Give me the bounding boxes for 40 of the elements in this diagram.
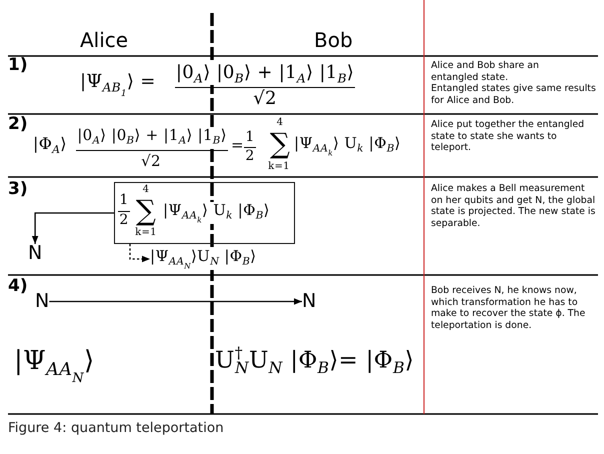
summation-sign: ∑	[270, 130, 290, 158]
summation-lower-limit: k=1	[135, 227, 157, 238]
symbol-label: N	[302, 292, 316, 311]
step-description: Bob receives N, he knows now, which transformation he has to make to recover the state ϕ. The teleportation is done.	[431, 285, 586, 331]
formula: |Ψ$_{AA}$$_{k}$⟩ U$_{k}$ |Φ$_{B}$⟩	[294, 135, 401, 157]
symbol-label: N	[28, 244, 42, 263]
formula: |Ψ$_{AA}$$_{N}$⟩	[14, 347, 94, 385]
fraction-denominator: 2	[245, 149, 255, 164]
arrow	[32, 212, 114, 244]
step-number: 1)	[8, 57, 28, 74]
arrow	[49, 298, 302, 305]
step-description: Alice makes a Bell measurement on her qubits and get N, the global state is projected. The new state is separable.	[431, 183, 596, 229]
fraction-numerator: |0$_{A}$⟩ |0$_{B}$⟩ + |1$_{A}$⟩ |1$_{B}$⟩	[77, 127, 227, 147]
step-number: 3)	[8, 181, 28, 198]
fraction-numerator: 1	[119, 193, 129, 208]
column-header: Alice	[80, 30, 128, 50]
fraction-denominator: √2	[253, 89, 277, 109]
summation-sign: ∑	[136, 197, 156, 225]
step-description: Alice and Bob share an entangled state.	[431, 60, 540, 83]
fraction-numerator: 1	[245, 130, 255, 146]
dotted-arrow	[129, 244, 150, 262]
formula: |Ψ$_{AA}$$_{N}$⟩U$_{N}$ |Φ$_{B}$⟩	[150, 248, 256, 270]
equals-sign: =	[231, 137, 244, 154]
step-description: Entangled states give same results for Alice and Bob.	[431, 83, 597, 106]
formula: |Φ$_{A}$⟩	[33, 135, 67, 156]
symbol-label: N	[35, 292, 50, 311]
formula: |Ψ$_{AA}$$_{k}$⟩ U$_{k}$ |Φ$_{B}$⟩	[163, 202, 270, 224]
summation-upper-limit: 4	[142, 184, 150, 195]
step-number: 2)	[8, 116, 28, 133]
summation-upper-limit: 4	[276, 117, 284, 128]
step-description: Alice put together the entangled state to state she wants to teleport.	[431, 119, 586, 154]
fraction-numerator: |0$_{A}$⟩ |0$_{B}$⟩ + |1$_{A}$⟩ |1$_{B}$⟩	[176, 63, 354, 85]
figure-caption: Figure 4: quantum teleportation	[8, 421, 224, 436]
column-header: Bob	[314, 30, 353, 50]
step-number: 4)	[8, 278, 28, 295]
summation-lower-limit: k=1	[268, 161, 290, 172]
formula: U$^{†}$$_{N}$U$_{N}$ |Φ$_{B}$⟩= |Φ$_{B}$⟩	[215, 345, 414, 376]
fraction-denominator: 2	[119, 213, 129, 228]
formula-box	[114, 182, 295, 244]
fraction-denominator: √2	[141, 153, 161, 170]
